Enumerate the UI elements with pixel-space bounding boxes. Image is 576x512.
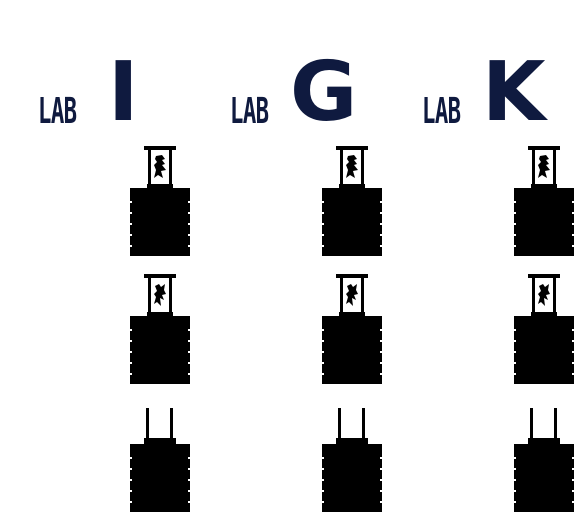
- specimen-tube: [144, 274, 176, 316]
- specimen-tube: [336, 146, 368, 188]
- containment-pod: [322, 316, 382, 384]
- lab-g-header: LAB G: [230, 45, 360, 140]
- containment-pod: [322, 444, 382, 512]
- lab-letter: K: [482, 45, 546, 140]
- lab-k-header: LAB K: [422, 45, 552, 140]
- containment-pod: [514, 316, 574, 384]
- containment-pod: [130, 444, 190, 512]
- lab-word: LAB: [422, 91, 461, 132]
- lab-letter: G: [290, 45, 358, 140]
- specimen-tube: [528, 146, 560, 188]
- containment-slot[interactable]: [130, 266, 190, 384]
- specimen-tube: [336, 274, 368, 316]
- containment-pod: [130, 188, 190, 256]
- lab-word: LAB: [38, 91, 77, 132]
- lab-word: LAB: [230, 91, 269, 132]
- dragon-icon: [537, 282, 551, 308]
- containment-slot[interactable]: [514, 394, 574, 512]
- beast-icon: [345, 154, 359, 180]
- beast-icon: [153, 154, 167, 180]
- specimen-tube: [144, 146, 176, 188]
- containment-slot[interactable]: [130, 138, 190, 256]
- containment-slot[interactable]: [322, 394, 382, 512]
- containment-slot[interactable]: [322, 138, 382, 256]
- beast-icon: [537, 154, 551, 180]
- containment-pod: [514, 188, 574, 256]
- containment-slot[interactable]: [514, 138, 574, 256]
- containment-pod: [514, 444, 574, 512]
- lab-i-header: LAB I: [38, 45, 168, 140]
- lab-letter: I: [108, 45, 139, 140]
- containment-slot[interactable]: [130, 394, 190, 512]
- containment-slot[interactable]: [514, 266, 574, 384]
- dragon-icon: [153, 282, 167, 308]
- containment-pod: [130, 316, 190, 384]
- containment-pod: [322, 188, 382, 256]
- containment-slot[interactable]: [322, 266, 382, 384]
- specimen-tube: [528, 274, 560, 316]
- dragon-icon: [345, 282, 359, 308]
